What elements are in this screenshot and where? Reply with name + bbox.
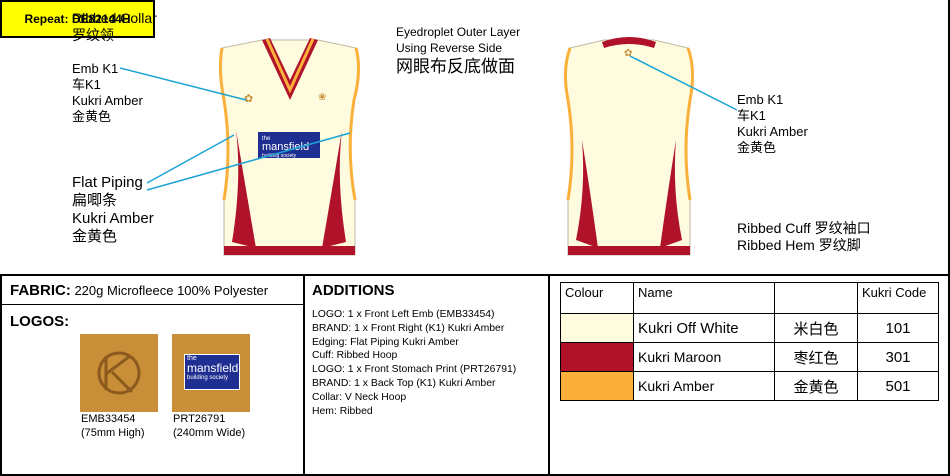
back-vest-drawing: ✿ <box>563 37 695 256</box>
colour-table-header: Colour Name Kukri Code <box>560 282 939 314</box>
colour-name: Kukri Amber <box>633 371 775 401</box>
emb-line: 金黄色 <box>72 109 112 124</box>
divider <box>0 474 950 476</box>
emb-line: Kukri Amber <box>737 124 808 139</box>
emb-line: Kukri Amber <box>72 93 143 108</box>
addition-item: LOGO: 1 x Front Left Emb (EMB33454) <box>312 309 495 320</box>
addition-item: BRAND: 1 x Back Top (K1) Kukri Amber <box>312 377 496 389</box>
divider <box>303 274 305 476</box>
colour-row: Kukri Off White 米白色 101 <box>560 313 939 343</box>
ribbed-hem: Ribbed Hem 罗纹脚 <box>737 237 861 253</box>
collar-en: Ribbed Collar <box>72 10 157 26</box>
fabric-row: FABRIC: 220g Microfleece 100% Polyester <box>10 282 268 299</box>
emb-line: Emb K1 <box>72 61 119 76</box>
emb-line: 车K1 <box>737 108 766 123</box>
svg-text:the: the <box>262 136 271 142</box>
back-emb-label: Emb K1 车K1 Kukri Amber 金黄色 <box>737 92 808 156</box>
brand-small: the <box>187 355 197 362</box>
divider <box>948 0 950 476</box>
colour-code: 501 <box>857 371 939 401</box>
garment-illustrations: ✿ ❀ the mansfield building society ✿ <box>119 37 738 256</box>
logo-size: (75mm High) <box>81 427 145 439</box>
piping-line: Flat Piping <box>72 174 143 191</box>
piping-line: 金黄色 <box>72 228 118 245</box>
back-connector-lines <box>629 55 738 111</box>
additions-list: LOGO: 1 x Front Left Emb (EMB33454) BRAN… <box>312 308 516 418</box>
crest-icon <box>97 351 141 395</box>
additions-title: ADDITIONS <box>312 282 395 299</box>
mansfield-brand: the mansfield building society <box>184 354 240 390</box>
emb-line: 金黄色 <box>737 140 777 155</box>
svg-text:✿: ✿ <box>244 92 253 105</box>
logo-size: (240mm Wide) <box>173 427 246 439</box>
colour-cn: 米白色 <box>774 313 858 343</box>
addition-item: Cuff: Ribbed Hoop <box>312 350 398 362</box>
svg-text:✿: ✿ <box>624 48 632 59</box>
logos-title: LOGOS: <box>10 313 70 330</box>
outer-layer-cn: 网眼布反底做面 <box>396 57 515 76</box>
colour-code: 301 <box>857 342 939 372</box>
outer-layer-line1: Eyedroplet Outer Layer <box>396 25 521 39</box>
colour-code: 101 <box>857 313 939 343</box>
flat-piping-label: Flat Piping 扁唧条 Kukri Amber 金黄色 <box>72 174 154 246</box>
ribbed-cuff: Ribbed Cuff 罗纹袖口 <box>737 220 871 236</box>
logo-print: the mansfield building society <box>172 334 250 412</box>
repeat-code-box: Repeat: DE82144H <box>0 0 155 38</box>
emb-line: 车K1 <box>72 77 101 92</box>
svg-text:building society: building society <box>262 153 297 159</box>
fabric-value: 220g Microfleece 100% Polyester <box>74 283 269 298</box>
piping-line: Kukri Amber <box>72 210 154 227</box>
header-kukri-code: Kukri Code <box>857 282 939 314</box>
piping-line: 扁唧条 <box>72 192 118 209</box>
colour-cn: 枣红色 <box>774 342 858 372</box>
addition-item: LOGO: 1 x Front Stomach Print (PRT26791) <box>312 364 517 376</box>
header-colour: Colour <box>560 282 634 314</box>
svg-text:mansfield: mansfield <box>262 141 309 153</box>
addition-item: BRAND: 1 x Front Right (K1) Kukri Amber <box>312 322 505 334</box>
colour-swatch <box>560 342 634 372</box>
front-connector-lines <box>119 67 351 191</box>
emb-line: Emb K1 <box>737 92 784 107</box>
logo-emblem <box>80 334 158 412</box>
front-vest-drawing: ✿ ❀ the mansfield building society <box>218 38 361 256</box>
divider <box>0 274 2 476</box>
colour-swatch <box>560 313 634 343</box>
addition-item: Hem: Ribbed <box>312 405 373 417</box>
addition-item: Edging: Flat Piping Kukri Amber <box>312 336 459 348</box>
ribbed-collar-label: Ribbed Collar 罗纹领 <box>72 10 157 44</box>
brand-sub: building society <box>187 375 229 381</box>
addition-item: Collar: V Neck Hoop <box>312 391 407 403</box>
divider <box>0 304 304 305</box>
collar-cn: 罗纹领 <box>72 27 114 43</box>
colour-row: Kukri Maroon 枣红色 301 <box>560 342 939 372</box>
outer-layer-line2: Using Reverse Side <box>396 41 503 55</box>
header-name: Name <box>633 282 775 314</box>
divider <box>548 274 550 476</box>
colour-swatch <box>560 371 634 401</box>
divider <box>0 274 950 276</box>
logo-caption-1: EMB33454 (75mm High) <box>81 412 145 440</box>
colour-name: Kukri Maroon <box>633 342 775 372</box>
colour-cn: 金黄色 <box>774 371 858 401</box>
colour-name: Kukri Off White <box>633 313 775 343</box>
logo-code: PRT26791 <box>173 413 226 425</box>
colour-table: Colour Name Kukri Code Kukri Off White 米… <box>560 282 939 401</box>
outer-layer-note: Eyedroplet Outer Layer Using Reverse Sid… <box>396 24 520 78</box>
svg-text:❀: ❀ <box>318 92 326 103</box>
fabric-label: FABRIC: <box>10 282 71 299</box>
logo-code: EMB33454 <box>81 413 136 425</box>
cuff-hem-label: Ribbed Cuff 罗纹袖口 Ribbed Hem 罗纹脚 <box>737 220 871 254</box>
brand-big: mansfield <box>187 361 239 375</box>
front-emb-label: Emb K1 车K1 Kukri Amber 金黄色 <box>72 61 143 125</box>
repeat-code: Repeat: DE82144H <box>24 12 131 26</box>
colour-row: Kukri Amber 金黄色 501 <box>560 371 939 401</box>
logo-caption-2: PRT26791 (240mm Wide) <box>173 412 245 440</box>
header-blank <box>774 282 858 314</box>
